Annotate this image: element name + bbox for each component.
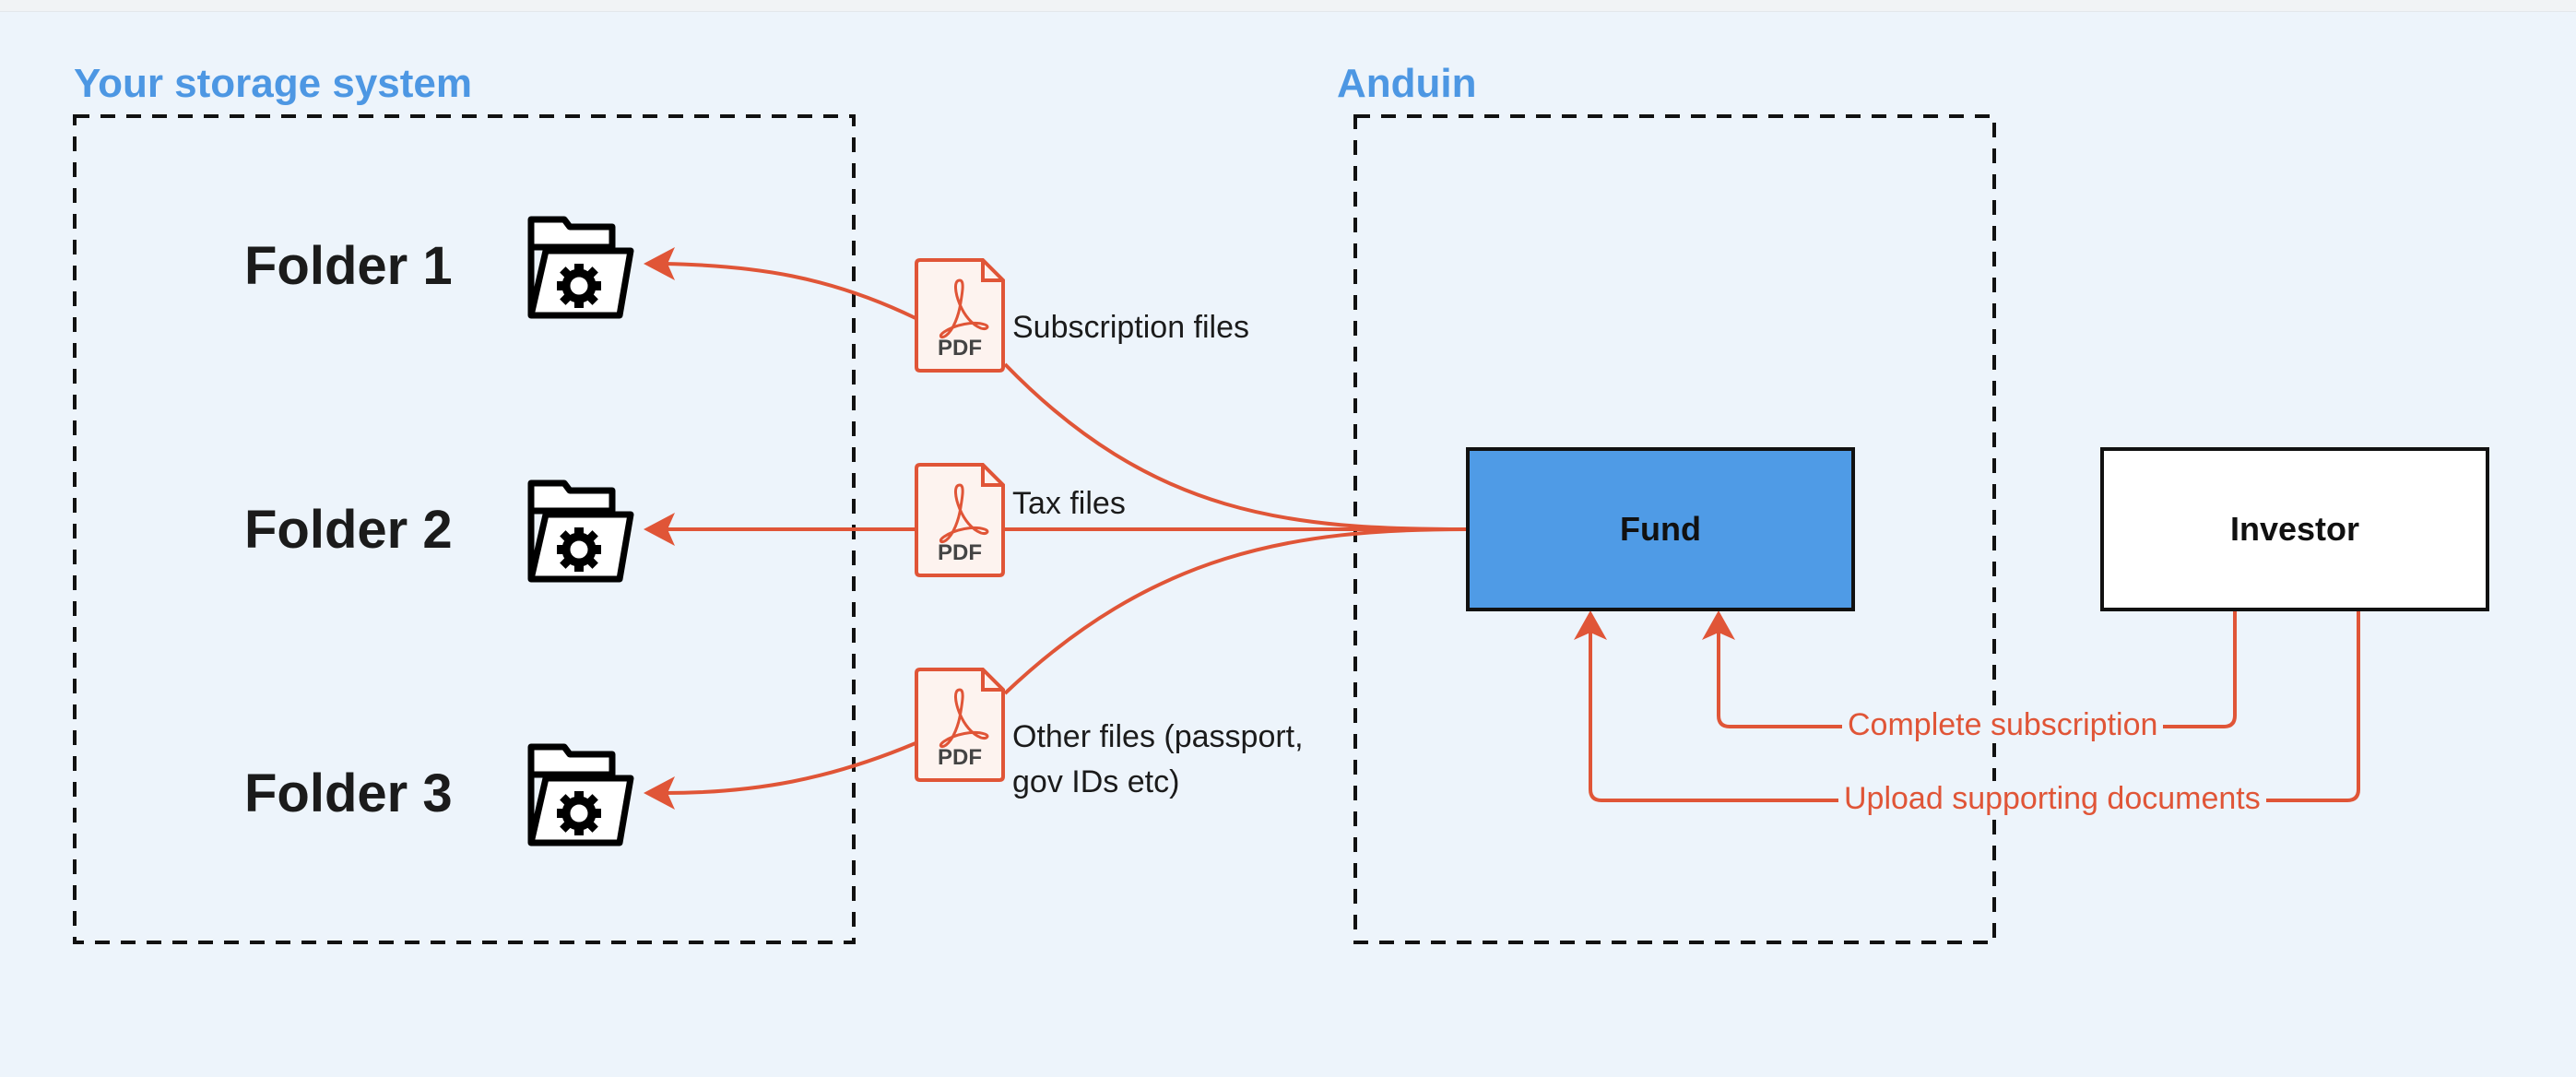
svg-text:PDF: PDF (938, 540, 982, 565)
svg-text:PDF: PDF (938, 336, 982, 361)
folder-2-label: Folder 2 (244, 500, 453, 560)
folder-gear-icon (531, 483, 631, 579)
upload-supporting-documents-label: Upload supporting documents (1838, 781, 2266, 817)
pdf-file-icon: PDF (915, 463, 1005, 577)
svg-text:PDF: PDF (938, 745, 982, 770)
pdf-file-icon: PDF (915, 258, 1005, 373)
arrowhead (1702, 610, 1735, 640)
pdf-file-icon: PDF (915, 668, 1005, 782)
connector-fund-to-other-files (1003, 527, 1467, 695)
arrowhead (644, 776, 675, 810)
investor-label: Investor (2229, 510, 2360, 548)
tax-files-label: Tax files (1012, 486, 1126, 521)
storage-system-title: Your storage system (74, 61, 473, 106)
arrowhead (1574, 610, 1607, 640)
arrowhead (644, 247, 675, 280)
folder-gear-icon (531, 219, 631, 315)
anduin-title: Anduin (1337, 61, 1477, 106)
complete-subscription-label: Complete subscription (1842, 707, 2164, 743)
investor-node[interactable] (2100, 447, 2489, 611)
fund-label: Fund (1620, 510, 1701, 548)
fund-node[interactable] (1466, 447, 1855, 611)
connector-other-files-to-folder-3 (663, 741, 916, 795)
subscription-files-label: Subscription files (1012, 310, 1250, 345)
connector-investor-upload-documents (1589, 610, 2360, 802)
folder-1-label: Folder 1 (244, 236, 453, 296)
connector-subscription-to-folder-1 (663, 262, 916, 320)
arrowhead (644, 513, 675, 546)
other-files-label: Other files (passport,gov IDs etc) (1012, 719, 1304, 799)
top-toolbar-strip (0, 0, 2576, 12)
folder-3-label: Folder 3 (244, 763, 453, 823)
folder-gear-icon (531, 747, 631, 843)
